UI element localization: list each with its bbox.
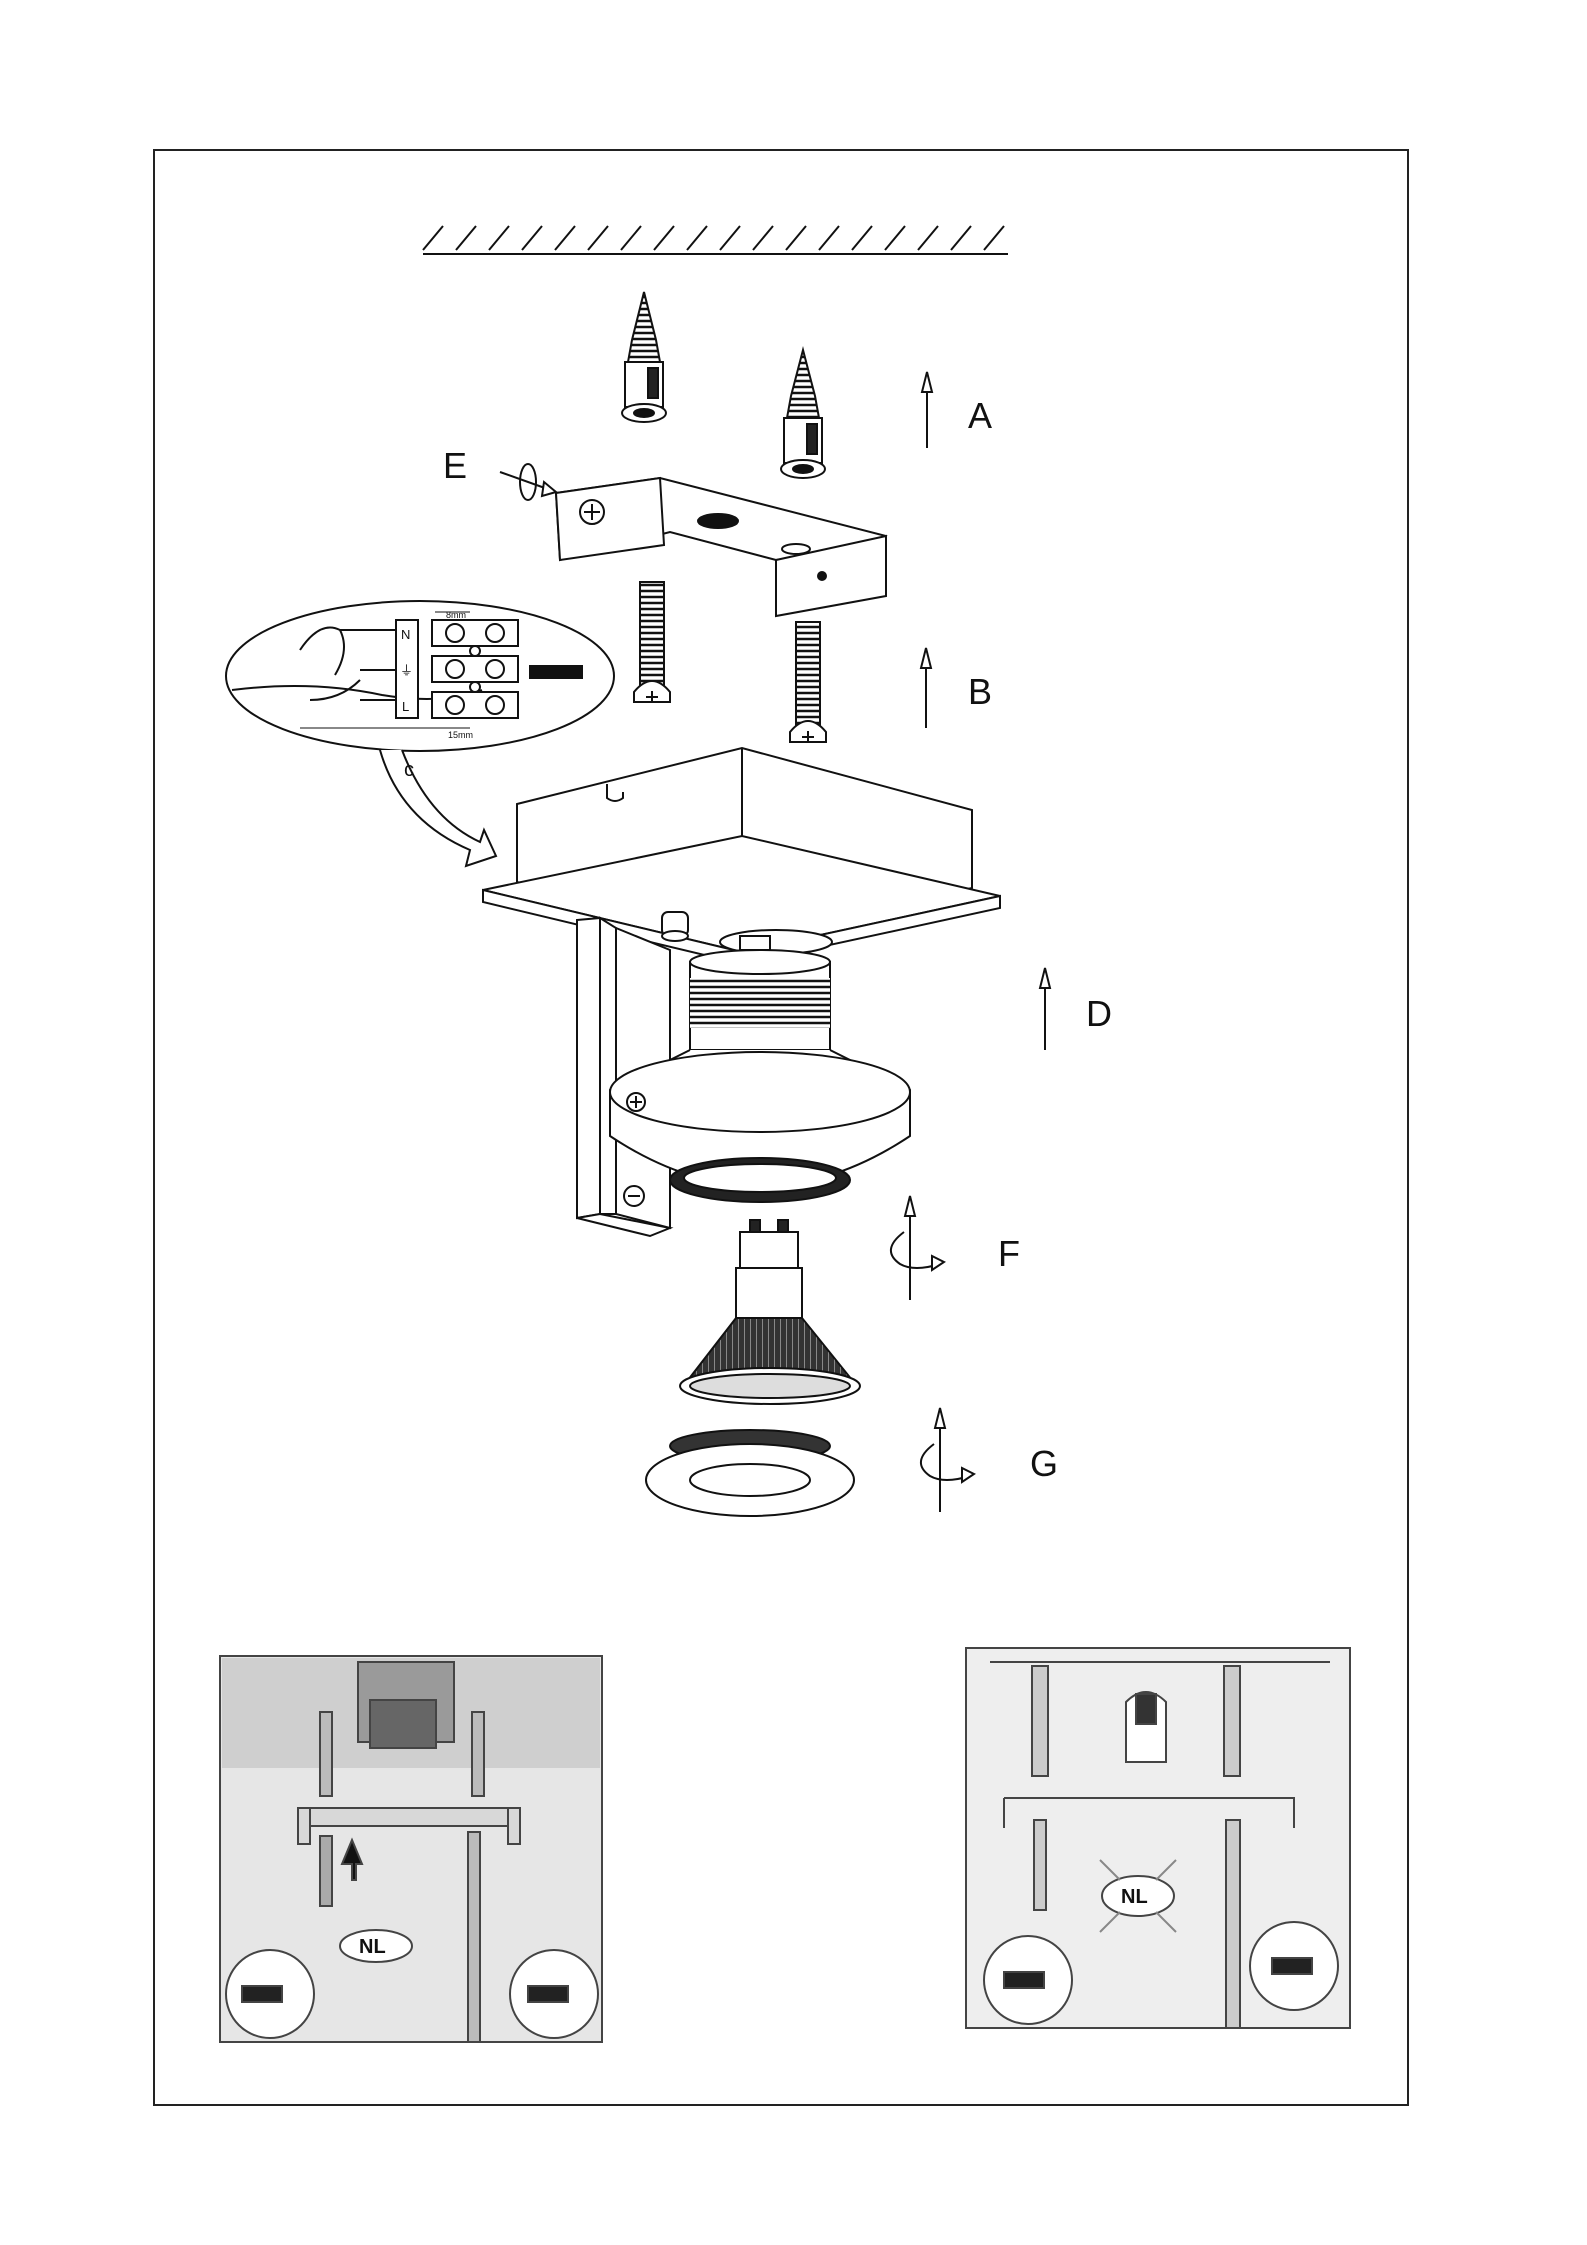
photo-right-badge: NL — [1121, 1886, 1148, 1908]
ceiling-hatching — [423, 226, 1004, 250]
arrow-b — [921, 648, 931, 728]
cover-ring — [646, 1430, 854, 1516]
label-d: D — [1086, 993, 1112, 1034]
insulation-length-label: 15mm — [448, 730, 473, 740]
terminal-earth: ⏚ — [400, 663, 413, 678]
arrow-g-rotation — [921, 1408, 974, 1512]
terminal-n: N — [401, 627, 410, 642]
screw-right — [790, 622, 826, 743]
label-e: E — [443, 445, 467, 486]
gu10-bulb — [680, 1220, 860, 1404]
connection-arrow-c — [380, 750, 496, 866]
label-b: B — [968, 671, 992, 712]
arrow-a — [922, 372, 932, 448]
label-a: A — [968, 395, 992, 436]
label-g: G — [1030, 1443, 1058, 1484]
photo-panel-right — [966, 1648, 1350, 2028]
arrow-d — [1040, 968, 1050, 1050]
photo-panel-left — [220, 1656, 602, 2042]
screw-left — [634, 582, 670, 703]
label-f: F — [998, 1233, 1020, 1274]
wall-plug-left — [622, 292, 666, 422]
terminal-l: L — [402, 699, 409, 714]
screw-rotation-arrow-e — [500, 464, 556, 500]
wiring-inset — [226, 601, 614, 751]
ceiling — [423, 226, 1008, 254]
wall-plug-right — [781, 350, 825, 478]
strip-length-label: 8mm — [446, 610, 466, 620]
label-c: c — [404, 759, 414, 781]
arrow-f-rotation — [891, 1196, 944, 1300]
photo-left-badge: NL — [359, 1936, 386, 1958]
mounting-bracket — [556, 478, 886, 616]
